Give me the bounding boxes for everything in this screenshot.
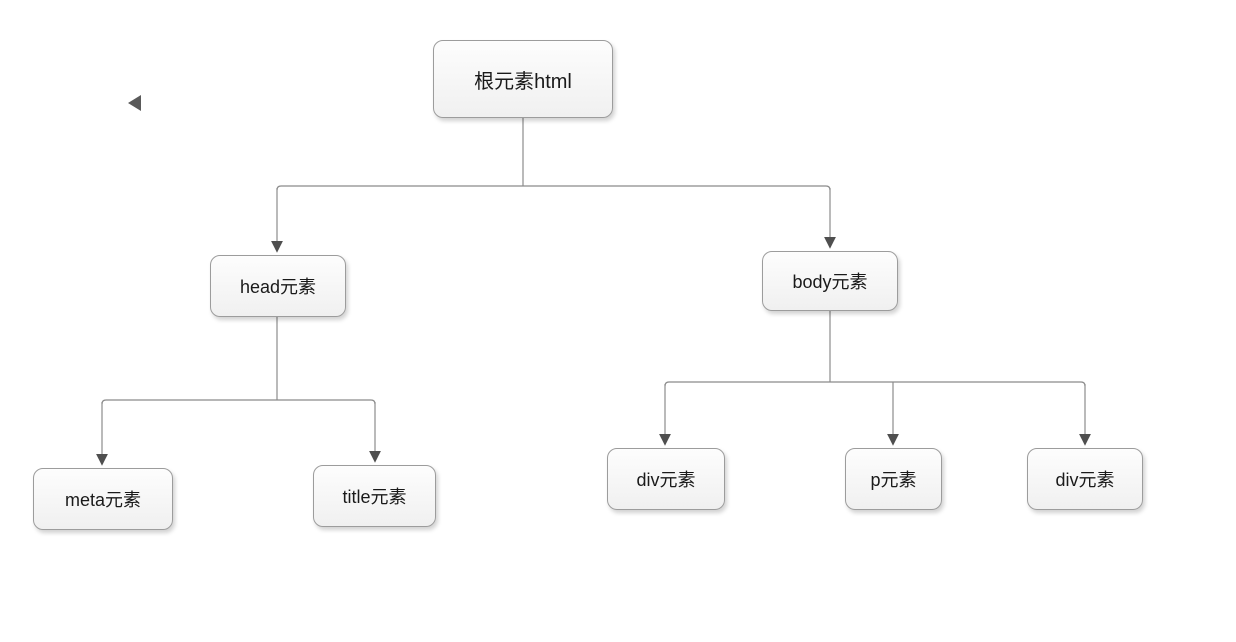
- edge-body-bar: [664, 381, 1086, 387]
- node-root-html: 根元素html: [433, 40, 613, 118]
- edge-root-bar: [276, 185, 831, 191]
- node-title: title元素: [313, 465, 436, 527]
- collapse-triangle-icon[interactable]: [128, 95, 141, 111]
- node-p: p元素: [845, 448, 942, 510]
- node-body: body元素: [762, 251, 898, 311]
- node-meta: meta元素: [33, 468, 173, 530]
- node-div-2: div元素: [1027, 448, 1143, 510]
- edge-head-bar: [101, 399, 376, 405]
- node-div-1: div元素: [607, 448, 725, 510]
- node-head: head元素: [210, 255, 346, 317]
